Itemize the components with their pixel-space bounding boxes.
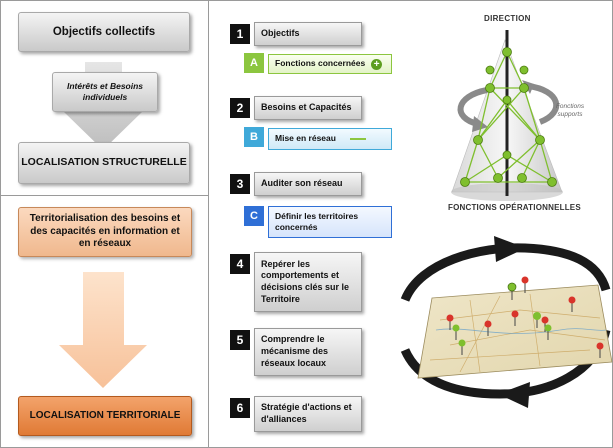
fonctions-supports-label: Fonctions supports: [555, 103, 585, 118]
interets-besoins-box: Intérêts et Besoins individuels: [52, 72, 158, 112]
substep-b-box: Mise en réseau: [268, 128, 392, 150]
substep-a-label: Fonctions concernées: [275, 58, 366, 69]
section-divider: [0, 195, 208, 196]
step-4-box: Repérer les comportements et décisions c…: [254, 252, 362, 312]
step-1-box: Objectifs: [254, 22, 362, 46]
plus-icon: +: [371, 58, 383, 70]
step-3-number: 3: [230, 174, 250, 194]
step-6-number: 6: [230, 398, 250, 418]
substep-c-box: Définir les territoires concernés: [268, 206, 392, 238]
map-cycle-arrowhead-top: [494, 236, 526, 262]
map-cycle-arrowhead-bottom: [498, 382, 530, 408]
direction-label: DIRECTION: [484, 14, 531, 23]
step-3-box: Auditer son réseau: [254, 172, 362, 196]
fonctions-operationnelles-label: FONCTIONS OPÉRATIONNELLES: [448, 203, 581, 212]
objectifs-collectifs-box: Objectifs collectifs: [18, 12, 190, 52]
network-nodes: [460, 47, 557, 187]
map-roads: [429, 293, 606, 373]
minus-icon: [349, 138, 366, 140]
step-5-box: Comprendre le mécanisme des réseaux loca…: [254, 328, 362, 376]
rotation-arrowhead-left: [472, 116, 488, 132]
substep-c-letter: C: [244, 206, 264, 226]
substep-c-label: Définir les territoires concernés: [275, 210, 359, 232]
step-2-number: 2: [230, 98, 250, 118]
network-links: [464, 51, 553, 183]
rotation-arrow-left: [457, 87, 488, 127]
territorialisation-box: Territorialisation des besoins et des ca…: [18, 207, 192, 257]
territory-map: [417, 284, 613, 379]
map-pins: [446, 276, 604, 358]
rotation-arrow-right: [527, 83, 560, 125]
step-6-box: Stratégie d'actions et d'alliances: [254, 396, 362, 432]
step-5-number: 5: [230, 330, 250, 350]
substep-a-box: Fonctions concernées +: [268, 54, 392, 74]
step-2-box: Besoins et Capacités: [254, 96, 362, 120]
substep-a-letter: A: [244, 53, 264, 73]
step-4-number: 4: [230, 254, 250, 274]
localisation-territoriale-box: LOCALISATION TERRITORIALE: [18, 396, 192, 436]
column-divider: [208, 0, 209, 448]
localisation-structurelle-box: LOCALISATION STRUCTURELLE: [18, 142, 190, 184]
map-rivers: [435, 328, 607, 334]
substep-b-label: Mise en réseau: [275, 133, 336, 144]
step-1-number: 1: [230, 24, 250, 44]
orange-down-arrow: [59, 272, 147, 388]
substep-b-letter: B: [244, 127, 264, 147]
